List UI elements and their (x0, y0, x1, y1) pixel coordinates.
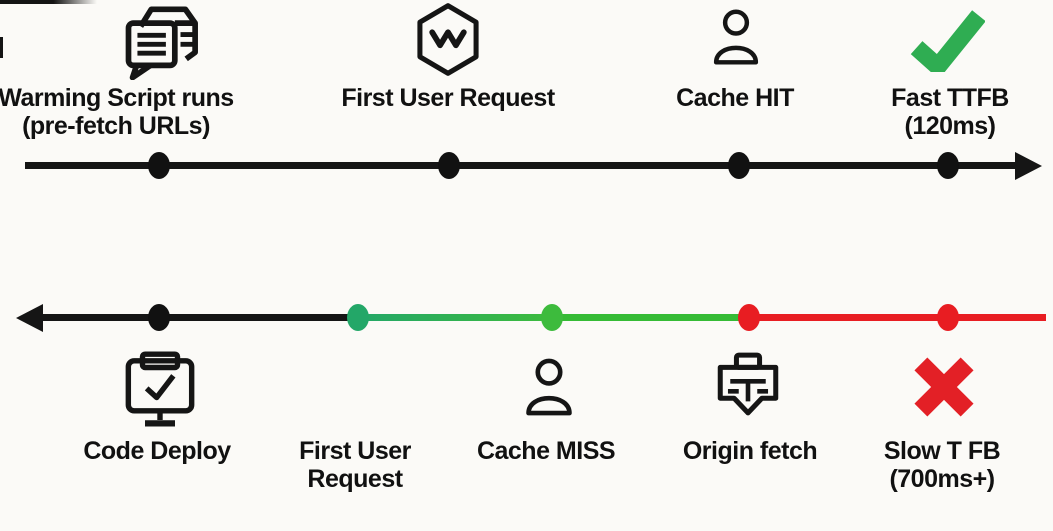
timeline-dot-first-request-bottom (347, 304, 369, 331)
bottom-segment-black (40, 314, 358, 321)
label-line: Origin fetch (682, 437, 818, 465)
label-line: (700ms+) (889, 465, 995, 493)
label-origin-fetch: Origin fetch (682, 437, 818, 465)
label-cache-miss: Cache MISS (476, 437, 616, 465)
label-slow-ttfb: Slow T FB (700ms+) (883, 437, 1001, 493)
timeline-dot-cache-hit (728, 152, 750, 179)
chat-pages-icon (708, 352, 788, 431)
user-icon (516, 353, 582, 428)
label-line: (pre-fetch URLs) (22, 112, 210, 140)
bottom-segment-green-gradient (358, 314, 552, 321)
label-line: Slow T FB (883, 437, 1001, 465)
timeline-dot-slow-ttfb (937, 304, 959, 331)
bottom-segment-green (552, 314, 749, 321)
label-cache-hit: Cache HIT (676, 84, 794, 112)
right-arrowhead-icon (1015, 152, 1042, 180)
hexagon-w-logo-icon (412, 0, 484, 84)
label-line: (120ms) (904, 112, 996, 140)
bottom-segment-red (749, 314, 1046, 321)
label-code-deploy: Code Deploy (83, 437, 231, 465)
label-line: First User Request (341, 84, 555, 112)
checkmark-icon (909, 8, 986, 80)
timeline-dot-cache-miss (541, 304, 563, 331)
chat-documents-icon (116, 2, 206, 85)
label-line: Request (307, 465, 403, 493)
left-edge-artifact (0, 37, 3, 58)
top-timeline-line (25, 162, 1017, 169)
label-line: Warming Script runs (0, 84, 234, 112)
monitor-check-icon (118, 350, 202, 435)
label-line: Cache MISS (476, 437, 616, 465)
timeline-dot-origin-fetch (738, 304, 760, 331)
label-fast-ttfb: Fast TTFB (120ms) (891, 84, 1009, 140)
top-edge-artifact (0, 0, 97, 4)
left-arrowhead-icon (16, 304, 43, 332)
label-first-user-request-bottom: First User Request (299, 437, 411, 493)
label-line: Cache HIT (676, 84, 794, 112)
timeline-dot-first-request-top (438, 152, 460, 179)
label-line: First User (299, 437, 411, 465)
user-icon (704, 3, 768, 78)
timeline-dot-fast-ttfb (937, 152, 959, 179)
label-line: Code Deploy (83, 437, 231, 465)
label-line: Fast TTFB (891, 84, 1009, 112)
timeline-dot-code-deploy (148, 304, 170, 331)
label-warming-script: Warming Script runs (pre-fetch URLs) (0, 84, 234, 140)
cross-icon (909, 352, 979, 427)
timeline-dot-warming (148, 152, 170, 179)
label-first-user-request-top: First User Request (341, 84, 555, 112)
